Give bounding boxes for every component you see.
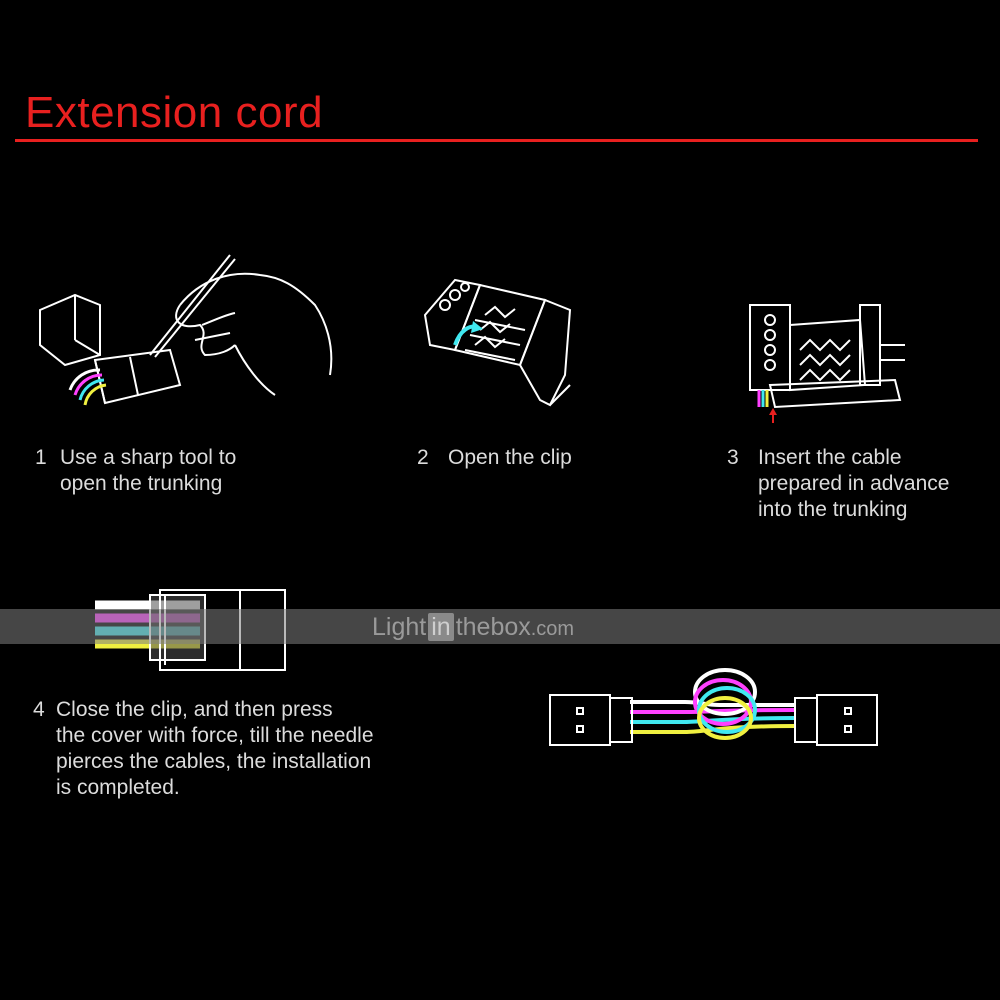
watermark-in: in xyxy=(428,613,454,641)
step-2-line: Open the clip xyxy=(448,446,572,469)
step-2-text: Open the clip xyxy=(448,445,572,471)
open-clip-icon xyxy=(423,278,572,407)
step-3-number: 3 xyxy=(727,446,739,469)
step-3-line: prepared in advance xyxy=(758,472,950,495)
step-3-text: Insert the cable prepared in advance int… xyxy=(758,445,949,523)
step-4-text: Close the clip, and then press the cover… xyxy=(56,697,374,801)
completed-cord-icon xyxy=(549,668,878,746)
insert-cable-icon xyxy=(749,304,905,423)
page-title: Extension cord xyxy=(25,88,324,137)
step-2-number: 2 xyxy=(417,446,429,469)
step-1-line: Use a sharp tool to xyxy=(60,446,237,469)
step-1: 1 Use a sharp tool to open the trunking xyxy=(35,445,295,505)
step-4-line: is completed. xyxy=(56,776,180,799)
step-3-line: Insert the cable xyxy=(758,446,902,469)
step-4: 4 Close the clip, and then press the cov… xyxy=(33,697,433,807)
step-4-line: Close the clip, and then press xyxy=(56,698,333,721)
step-1-line: open the trunking xyxy=(60,472,223,495)
watermark-thebox: thebox xyxy=(455,613,531,641)
hand-tool-icon xyxy=(39,254,333,406)
step-4-line: the cover with force, till the needle xyxy=(56,724,374,747)
step-1-text: Use a sharp tool to open the trunking xyxy=(60,445,236,497)
watermark-domain: .com xyxy=(530,618,575,640)
step-4-number: 4 xyxy=(33,698,45,721)
watermark-band xyxy=(0,609,1000,644)
step-3-line: into the trunking xyxy=(758,498,908,521)
step-3: 3 Insert the cable prepared in advance i… xyxy=(727,445,987,530)
watermark-light: Light xyxy=(372,613,427,641)
step-2: 2 Open the clip xyxy=(417,445,617,475)
step-4-line: pierces the cables, the installation xyxy=(56,750,372,773)
title-underline xyxy=(15,139,978,142)
step-1-number: 1 xyxy=(35,446,47,469)
